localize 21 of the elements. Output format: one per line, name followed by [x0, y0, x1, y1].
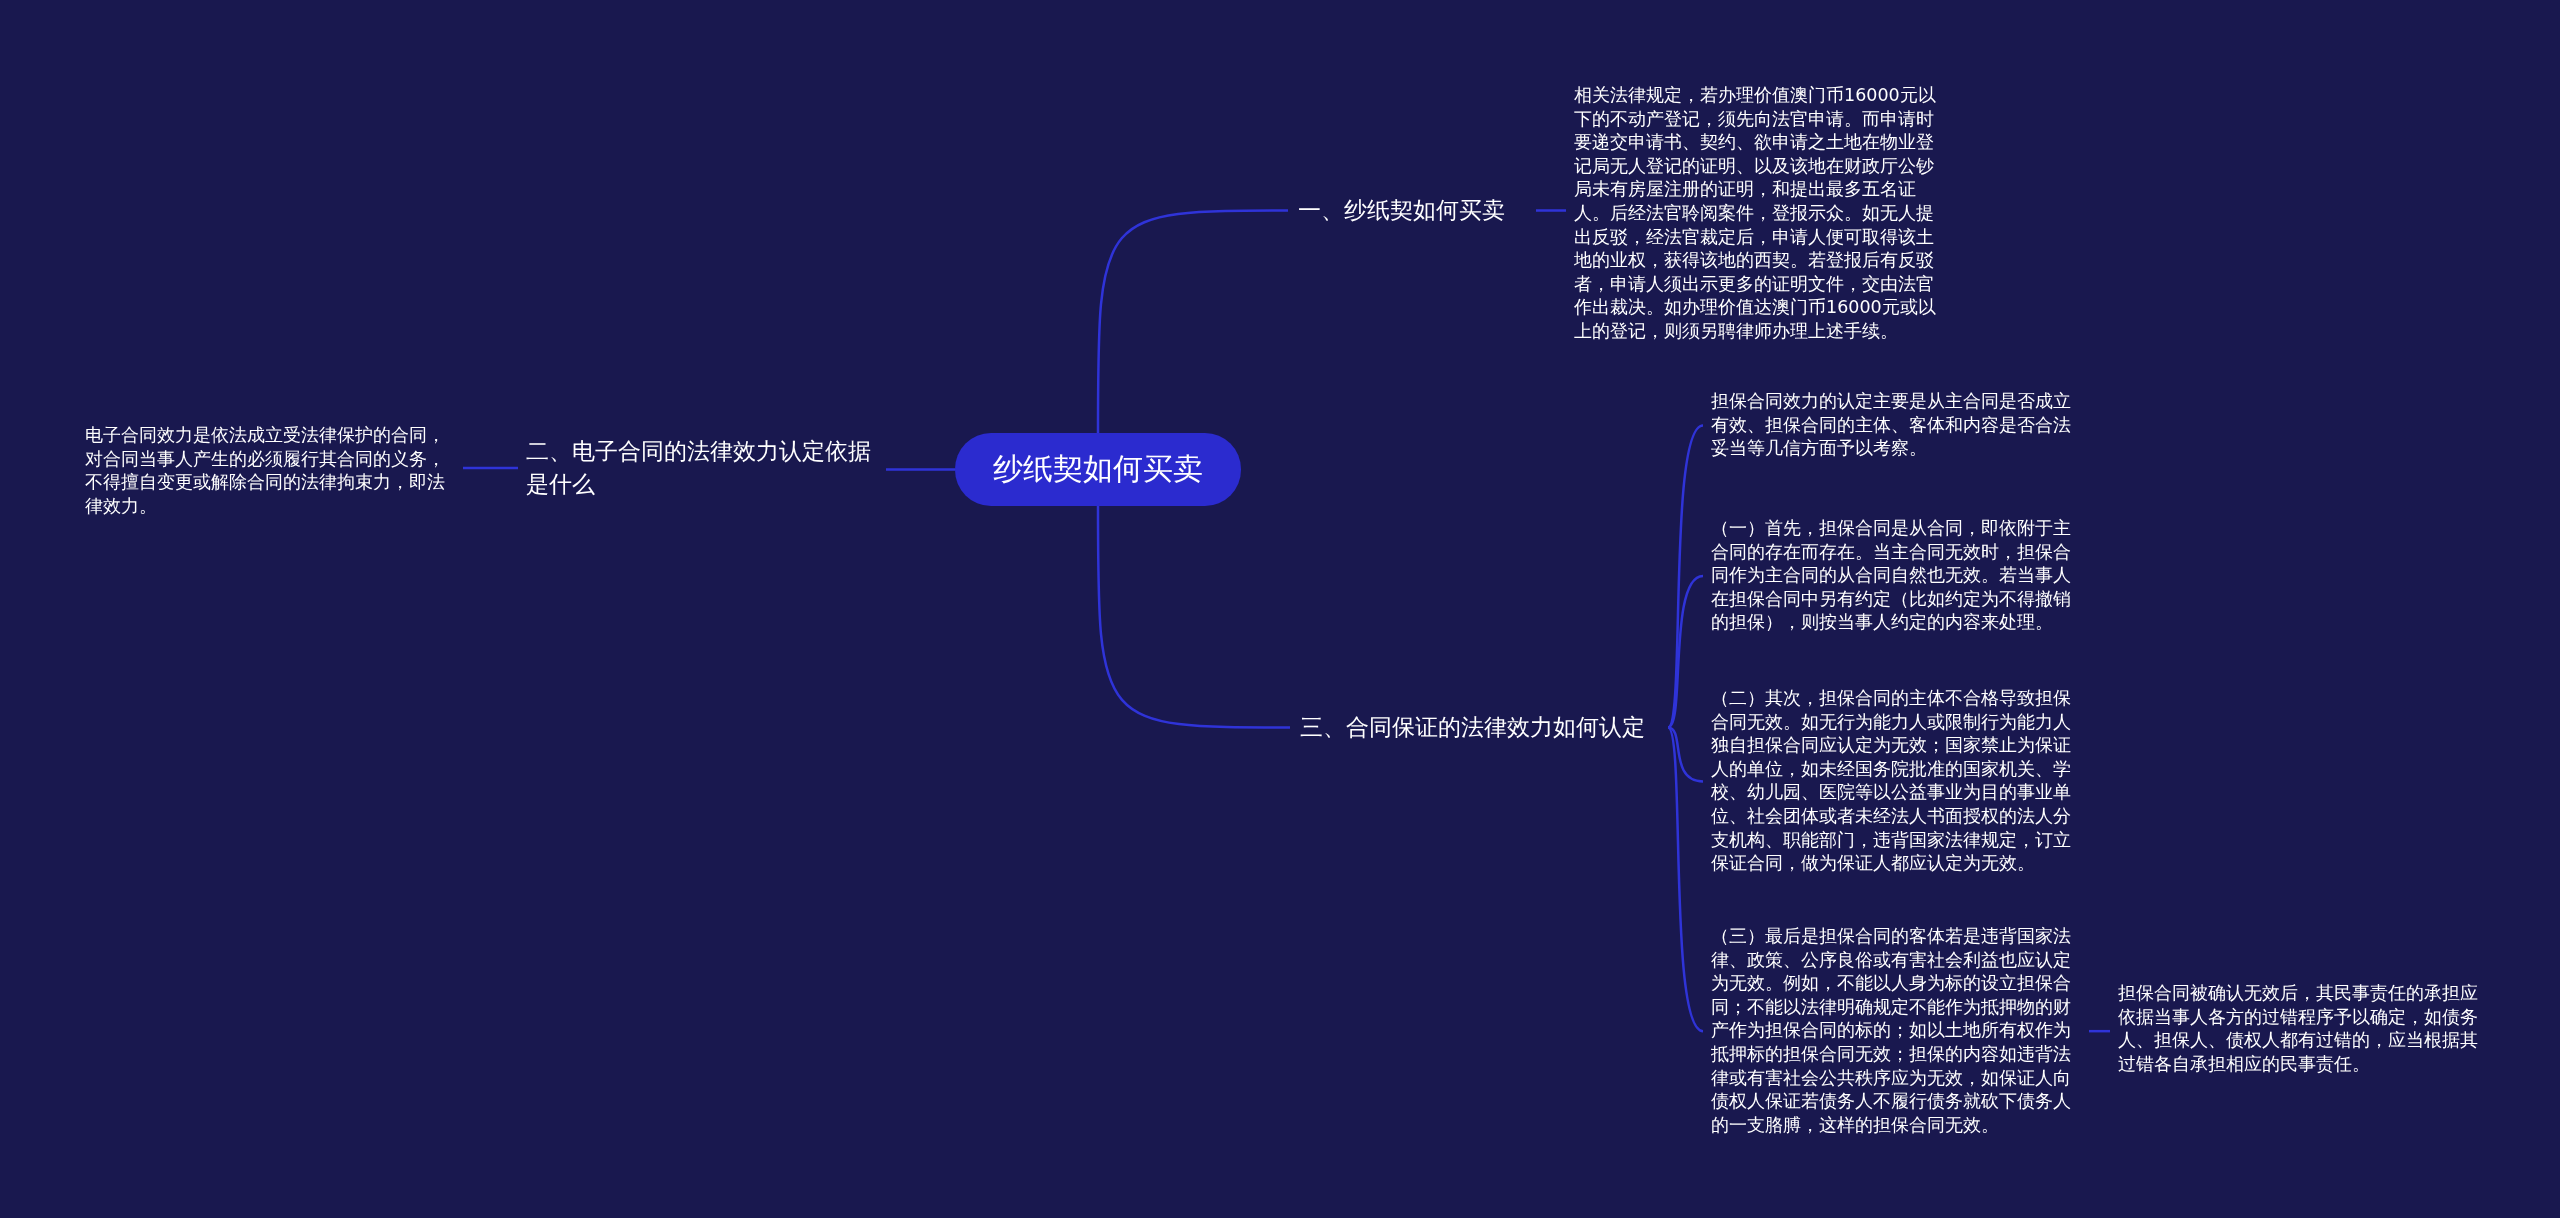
connector-line: [1096, 506, 1290, 729]
branch-topic: 三、合同保证的法律效力如何认定: [1300, 711, 1660, 744]
note-text: 相关法律规定，若办理价值澳门币16000元以下的不动产登记，须先向法官申请。而申请时要递交申请书、契约、欲申请之土地在物业登记局无人登记的证明、以及该地在财政厅公钞局未有房屋注册的证明，和提出最多五名证人。后经法官聆阅案件，登报示众。如无人提出反驳，经法官裁定后，申请人便可取得该土地的业权，获得该地的西契。若登报后有反驳者，申请人须出示更多的证明文件，交由法官作出裁决。如办理价值达澳门币16000元或以上的登记，则须另聘律师办理上述手续。: [1574, 84, 1944, 344]
connector-line: [1666, 726, 1704, 1033]
connector-line: [886, 468, 955, 471]
connector-line: [2089, 1029, 2110, 1033]
connector-line: [1096, 209, 1288, 433]
note-text: （三）最后是担保合同的客体若是违背国家法律、政策、公序良俗或有害社会利益也应认定为无效。例如，不能以人身为标的设立担保合同；不能以法律明确规定不能作为抵押物的财产作为担保合同的标的；如以土地所有权作为抵押标的担保合同无效；担保的内容如违背法律或有害社会公共秩序应为无效，如保证人向债权人保证若债务人不履行债务就砍下债务人的一支胳膊，这样的担保合同无效。: [1711, 925, 2081, 1138]
note-text: （二）其次，担保合同的主体不合格导致担保合同无效。如无行为能力人或限制行为能力人独自担保合同应认定为无效；国家禁止为保证人的单位，如未经国务院批准的国家机关、学校、幼儿园、医院等以公益事业为目的事业单位、社会团体或者未经法人书面授权的法人分支机构、职能部门，违背国家法律规定，订立保证合同，做为保证人都应认定为无效。: [1711, 687, 2081, 876]
note-text: 担保合同被确认无效后，其民事责任的承担应依据当事人各方的过错程序予以确定，如债务人、担保人、债权人都有过错的，应当根据其过错各自承担相应的民事责任。: [2118, 982, 2488, 1077]
connector-line: [1666, 424, 1704, 729]
note-text: 电子合同效力是依法成立受法律保护的合同，对合同当事人产生的必须履行其合同的义务，不得擅自变更或解除合同的法律拘束力，即法律效力。: [85, 424, 455, 519]
connector-line: [463, 466, 518, 470]
note-text: （一）首先，担保合同是从合同，即依附于主合同的存在而存在。当主合同无效时，担保合同作为主合同的从合同自然也无效。若当事人在担保合同中另有约定（比如约定为不得撤销的担保），则按当事人约定的内容来处理。: [1711, 517, 2081, 635]
note-text: 担保合同效力的认定主要是从主合同是否成立有效、担保合同的主体、客体和内容是否合法妥当等几信方面予以考察。: [1711, 390, 2081, 461]
branch-topic: 一、纱纸契如何买卖: [1298, 194, 1528, 227]
connector-line: [1667, 574, 1704, 729]
connector-line: [1536, 209, 1566, 212]
root-topic: 纱纸契如何买卖: [955, 433, 1241, 506]
connector-line: [1667, 726, 1704, 783]
branch-topic: 二、电子合同的法律效力认定依据是什么: [526, 435, 876, 501]
